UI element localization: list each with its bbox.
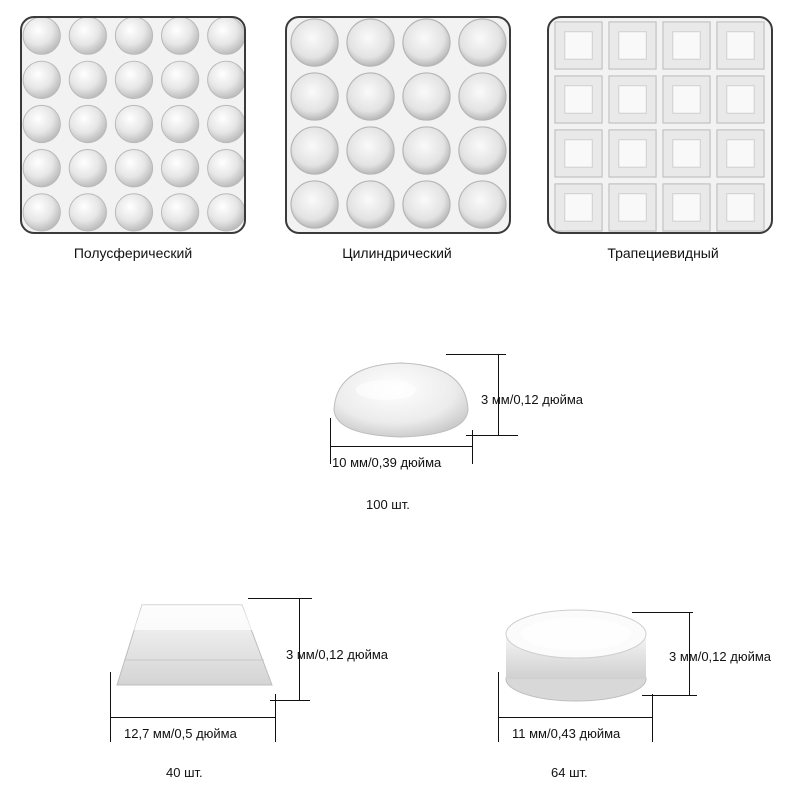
square-height-label: 3 мм/0,12 дюйма xyxy=(286,647,389,662)
dome-height-label: 3 мм/0,12 дюйма xyxy=(481,392,584,407)
cylindrical-bump xyxy=(458,126,507,175)
trapezoidal-bump xyxy=(716,129,765,178)
hemispherical-bump xyxy=(114,104,154,144)
dome-width-line xyxy=(330,446,473,447)
square-bumper-image xyxy=(116,604,273,686)
sheet-label-trapezoidal: Трапециевидный xyxy=(607,245,719,261)
hemispherical-bump xyxy=(207,104,244,144)
cylinder-width-left-tick xyxy=(498,672,499,742)
hemispherical-bump xyxy=(114,193,154,232)
cylindrical-bump xyxy=(290,126,339,175)
hemispherical-bump xyxy=(114,18,154,55)
cylinder-height-line xyxy=(689,612,690,696)
dome-height-line xyxy=(498,354,499,436)
hemispherical-bump xyxy=(22,60,61,99)
hemispherical-bump xyxy=(22,104,61,144)
hemispherical-bump xyxy=(160,104,200,144)
cylindrical-bump xyxy=(402,72,451,121)
hemispherical-bump xyxy=(207,60,244,99)
cylindrical-bump xyxy=(402,18,451,67)
trapezoidal-bump xyxy=(662,75,711,124)
trapezoidal-bump xyxy=(662,183,711,232)
square-height-bottom-tick xyxy=(270,700,310,701)
cylindrical-bump xyxy=(458,72,507,121)
sheet-label-cylindrical: Цилиндрический xyxy=(342,245,452,261)
cylinder-width-label: 11 мм/0,43 дюйма xyxy=(512,726,621,741)
cylindrical-bump xyxy=(346,72,395,121)
dome-height-bottom-tick xyxy=(466,435,518,436)
hemispherical-bumpers-image xyxy=(22,18,244,232)
cylindrical-bump xyxy=(346,180,395,229)
cylinder-bumper-image xyxy=(505,609,647,702)
square-width-line xyxy=(110,717,276,718)
hemispherical-bump xyxy=(207,149,244,188)
cylindrical-bump xyxy=(402,180,451,229)
cylindrical-bump xyxy=(458,18,507,67)
hemispherical-bump xyxy=(207,18,244,55)
square-height-top-tick xyxy=(248,598,312,599)
square-width-label: 12,7 мм/0,5 дюйма xyxy=(124,726,237,741)
hemispherical-bump xyxy=(207,193,244,232)
cylindrical-bump xyxy=(290,72,339,121)
cylindrical-bump xyxy=(402,126,451,175)
trapezoidal-bump xyxy=(554,75,603,124)
sheet-cylindrical xyxy=(285,16,511,234)
square-height-line xyxy=(299,598,300,701)
sheet-trapezoidal xyxy=(547,16,773,234)
sheet-label-hemispherical: Полусферический xyxy=(73,245,193,261)
trapezoidal-bump xyxy=(554,183,603,232)
square-width-left-tick xyxy=(110,672,111,742)
trapezoidal-bump xyxy=(662,129,711,178)
cylindrical-bump xyxy=(346,18,395,67)
cylinder-height-top-tick xyxy=(632,612,693,613)
cylindrical-bump xyxy=(290,18,339,67)
trapezoidal-bump xyxy=(554,129,603,178)
trapezoidal-bump xyxy=(662,21,711,70)
hemispherical-bump xyxy=(68,60,107,99)
trapezoidal-bump xyxy=(608,129,657,178)
trapezoidal-bump xyxy=(608,75,657,124)
cylinder-count-label: 64 шт. xyxy=(551,765,588,780)
cylindrical-bump xyxy=(290,180,339,229)
hemispherical-bump xyxy=(160,193,200,232)
trapezoidal-bump xyxy=(716,75,765,124)
dome-count-label: 100 шт. xyxy=(366,497,410,512)
sheet-hemispherical xyxy=(20,16,246,234)
cylinder-width-right-tick xyxy=(652,694,653,742)
trapezoidal-bump xyxy=(554,21,603,70)
dome-bumper-image xyxy=(333,362,469,438)
hemispherical-bump xyxy=(68,193,107,232)
cylinder-height-label: 3 мм/0,12 дюйма xyxy=(669,649,772,664)
dome-width-right-tick xyxy=(472,430,473,464)
cylindrical-bumpers-image xyxy=(290,18,507,229)
hemispherical-bump xyxy=(160,149,200,188)
hemispherical-bump xyxy=(160,60,200,99)
trapezoidal-bumpers-image xyxy=(554,21,765,232)
trapezoidal-bump xyxy=(716,21,765,70)
dome-width-left-tick xyxy=(330,418,331,464)
hemispherical-bump xyxy=(160,18,200,55)
square-width-right-tick xyxy=(275,694,276,742)
trapezoidal-bump xyxy=(716,183,765,232)
cylinder-height-bottom-tick xyxy=(642,695,697,696)
dome-width-label: 10 мм/0,39 дюйма xyxy=(332,455,442,470)
cylindrical-bump xyxy=(346,126,395,175)
hemispherical-bump xyxy=(68,104,107,144)
trapezoidal-bump xyxy=(608,21,657,70)
hemispherical-bump xyxy=(68,18,107,55)
trapezoidal-bump xyxy=(608,183,657,232)
hemispherical-bump xyxy=(114,60,154,99)
hemispherical-bump xyxy=(22,18,61,55)
dome-height-top-tick xyxy=(446,354,506,355)
hemispherical-bump xyxy=(22,193,61,232)
cylindrical-bump xyxy=(458,180,507,229)
hemispherical-bump xyxy=(22,149,61,188)
hemispherical-bump xyxy=(68,149,107,188)
hemispherical-bump xyxy=(114,149,154,188)
cylinder-width-line xyxy=(498,717,653,718)
square-count-label: 40 шт. xyxy=(166,765,203,780)
